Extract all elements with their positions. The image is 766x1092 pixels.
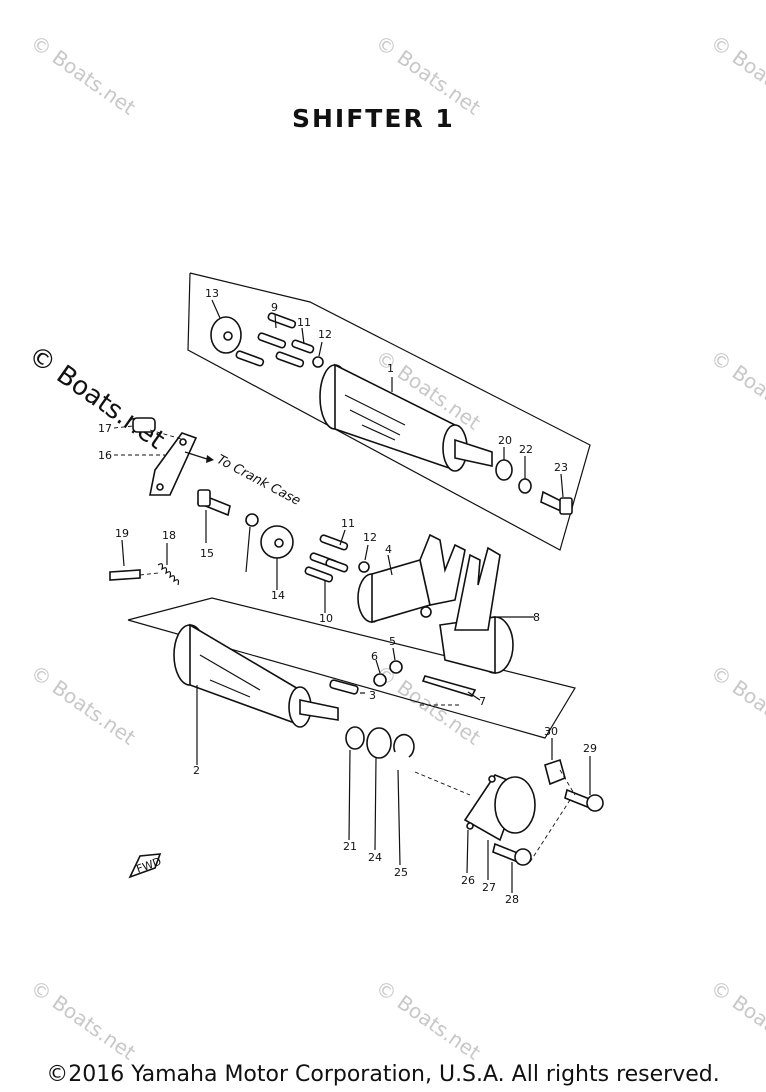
part-label: 22 (519, 443, 533, 456)
part-8-shift-fork (439, 546, 514, 675)
part-7-cotter-pin (421, 675, 477, 697)
part-30-clamp (544, 758, 566, 786)
part-label: 14 (271, 589, 285, 602)
part-label: 25 (394, 866, 408, 879)
note-arrow (184, 451, 208, 460)
part-label: 1 (387, 362, 394, 375)
part-29-screw-head (514, 848, 532, 866)
part-label: 6 (371, 650, 378, 663)
part-label: 3 (369, 689, 376, 702)
part-label: 27 (482, 881, 496, 894)
part-11-pin (291, 339, 315, 354)
part-25-bearing (366, 727, 392, 759)
leader-lines (113, 299, 591, 893)
part-17-hole (179, 438, 187, 446)
part-13-hole (223, 331, 233, 341)
part-9-pin (267, 312, 297, 329)
part-9-pin (257, 332, 287, 349)
part-4-shift-fork (357, 533, 466, 624)
part-label: 21 (343, 840, 357, 853)
part-label: 16 (98, 449, 112, 462)
part-label: 2 (193, 764, 200, 777)
part-label: 7 (479, 695, 486, 708)
part-label: 5 (389, 635, 396, 648)
part-label: 11 (297, 316, 311, 329)
part-label: 13 (205, 287, 219, 300)
part-label: 17 (98, 422, 112, 435)
part-10-pin (304, 566, 334, 583)
part-11-pin (319, 534, 349, 551)
part-10-pin (325, 558, 349, 573)
part-12-clip (312, 356, 324, 368)
part-label: 11 (341, 517, 355, 530)
diagram-title: SHIFTER 1 (292, 104, 455, 133)
part-20-bolt (109, 569, 141, 581)
part-label: 19 (115, 527, 129, 540)
part-label: 29 (583, 742, 597, 755)
part-21-washer (495, 459, 513, 481)
part-29-screw-head (586, 794, 604, 812)
part-18-bolt (132, 417, 156, 433)
part-6-roller (373, 673, 387, 687)
part-label: 23 (554, 461, 568, 474)
note-to-crank-case: To Crank Case (214, 452, 303, 509)
part-label: 12 (363, 531, 377, 544)
group-outline-upper (187, 272, 591, 551)
part-26-circlip (393, 733, 415, 758)
part-9-pin (235, 350, 265, 367)
part-label: 9 (271, 301, 278, 314)
part-label: 18 (162, 529, 176, 542)
part-17-hole (156, 483, 164, 491)
part-1-shift-drum (319, 363, 493, 472)
part-19-spring (157, 563, 180, 586)
part-labels: 1 2 3 4 5 6 7 8 9 10 11 11 12 12 13 14 1… (98, 287, 597, 906)
copyright-notice: ©2016 Yamaha Motor Corporation, U.S.A. A… (46, 1062, 720, 1087)
part-label: 26 (461, 874, 475, 887)
part-9-pin (275, 351, 305, 368)
part-label: 12 (318, 328, 332, 341)
part-label: 30 (544, 725, 558, 738)
part-23-washer (518, 478, 532, 494)
fwd-arrow-icon (128, 853, 162, 879)
part-label: 10 (319, 612, 333, 625)
part-14-hole (274, 538, 284, 548)
part-17-lever (149, 432, 198, 496)
part-16-bolt-head (197, 489, 211, 507)
part-12-clip (358, 561, 370, 573)
part-label: 24 (368, 851, 382, 864)
part-5-roller (389, 660, 403, 674)
part-2-shift-drum (173, 623, 339, 728)
part-24-bolt-head (559, 497, 573, 515)
part-label: 15 (200, 547, 214, 560)
part-label: 4 (385, 543, 392, 556)
part-27-28-cover (463, 774, 536, 842)
part-3-pin (329, 679, 359, 695)
part-15-clip (245, 513, 259, 527)
note-arrow-head (206, 455, 214, 463)
part-label: 28 (505, 893, 519, 906)
part-label: 20 (498, 434, 512, 447)
part-label: 8 (533, 611, 540, 624)
group-outline-lower (127, 597, 576, 739)
part-22-washer (345, 726, 365, 750)
